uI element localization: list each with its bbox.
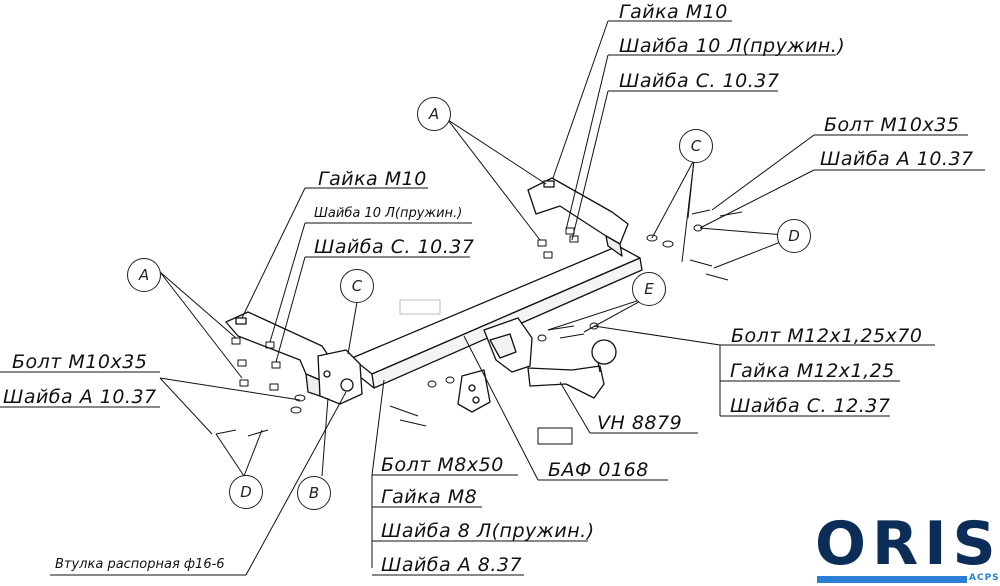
label-bolt-m10x35-left: Болт М10х35: [12, 351, 148, 373]
marker-a-left: A: [127, 258, 161, 292]
label-bolt-m8x50: Болт М8х50: [381, 454, 504, 476]
label-washer-c-10-left: Шайба С. 10.37: [314, 236, 475, 258]
label-bolt-m10x35-right: Болт М10х35: [824, 114, 960, 136]
marker-c-left: C: [340, 269, 374, 303]
left-end-plate: [317, 349, 363, 405]
oris-logo: ORIS ACPS: [815, 509, 1000, 584]
label-spacer-sleeve: Втулка распорная ф16-6: [55, 557, 225, 572]
right-mount-bracket: [527, 177, 629, 245]
label-bracket: БАФ 0168: [548, 459, 649, 481]
logo-wordmark: ORIS: [815, 509, 1000, 579]
label-bolt-m12: Болт М12х1,25х70: [731, 325, 923, 347]
label-spring-washer-10-left: Шайба 10 Л(пружин.): [314, 206, 463, 221]
marker-b: B: [297, 476, 331, 510]
marker-e: E: [632, 272, 666, 306]
marker-c-top: C: [679, 129, 713, 163]
label-nut-m12: Гайка М12х1,25: [730, 360, 895, 382]
logo-underline: [817, 576, 967, 583]
label-nut-m10-left: Гайка М10: [318, 168, 427, 190]
label-washer-a-10-right: Шайба А 10.37: [820, 148, 974, 170]
label-spring-washer-10-top: Шайба 10 Л(пружин.): [619, 35, 846, 57]
label-tow-ball: VH 8879: [597, 412, 683, 434]
label-washer-a-8: Шайба А 8.37: [381, 554, 523, 576]
label-washer-a-10-left: Шайба А 10.37: [3, 386, 157, 408]
fasteners: [215, 209, 743, 437]
label-spring-washer-8: Шайба 8 Л(пружин.): [381, 520, 595, 542]
label-washer-c-12: Шайба С. 12.37: [730, 395, 891, 417]
logo-subtext: ACPS: [969, 573, 1000, 583]
label-washer-c-10-top: Шайба С. 10.37: [619, 70, 780, 92]
label-nut-m10-top: Гайка М10: [619, 1, 728, 23]
tow-ball: [527, 365, 605, 399]
marker-d-right: D: [777, 219, 811, 253]
marker-d-left: D: [229, 475, 263, 509]
label-nut-m8: Гайка М8: [381, 486, 478, 508]
marker-a-top: A: [417, 97, 451, 131]
